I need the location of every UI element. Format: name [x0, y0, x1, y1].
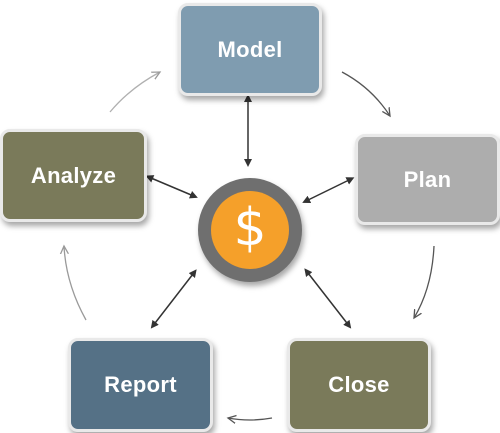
hub-center: $ [211, 191, 289, 269]
plan-node: Plan [355, 134, 500, 225]
cycle-arrow-report-to-analyze [64, 246, 87, 321]
report-node: Report [68, 338, 213, 432]
connector-hub-analyze [145, 175, 198, 199]
cycle-arrow-plan-to-close [414, 245, 435, 318]
model-label: Model [217, 36, 283, 62]
dollar-icon: $ [233, 198, 267, 258]
close-node: Close [287, 338, 431, 432]
plan-label: Plan [403, 166, 452, 192]
cycle-arrow-close-to-report [228, 418, 273, 420]
connector-hub-plan [302, 177, 355, 203]
close-label: Close [328, 372, 390, 397]
analyze-node: Analyze [0, 129, 147, 222]
report-label: Report [104, 372, 177, 397]
cycle-arrow-analyze-to-model [109, 72, 160, 113]
analyze-label: Analyze [30, 162, 117, 188]
connector-hub-close [304, 268, 352, 329]
connector-hub-report [150, 269, 197, 329]
hub-ring: $ [198, 178, 302, 282]
cycle-arrow-model-to-plan [341, 71, 390, 116]
model-node: Model [178, 3, 322, 96]
